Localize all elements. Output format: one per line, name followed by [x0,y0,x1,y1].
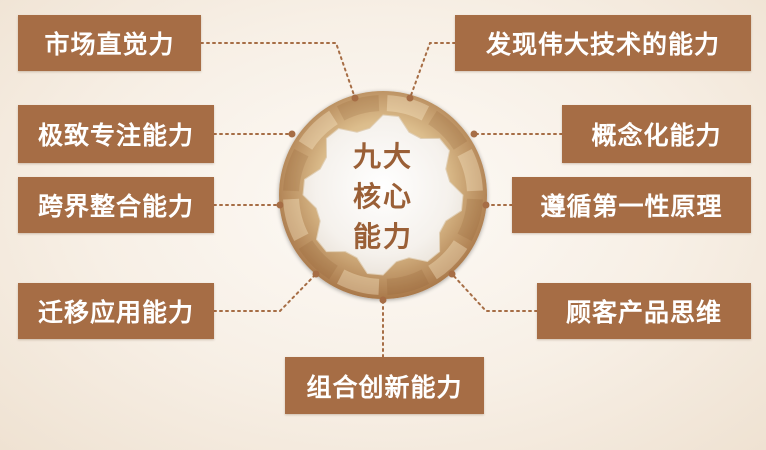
connector-line [200,42,356,99]
ability-label: 遵循第一性原理 [540,192,723,221]
gear-segment [336,95,380,121]
gear-segment [386,269,430,295]
connector-endpoint-dot [351,94,359,102]
ability-box-customer-product-thinking: 顾客产品思维 [537,283,751,339]
gear-segment [457,198,483,242]
ability-box-market-intuition: 市场直觉力 [18,15,201,71]
connector-endpoint-dot [379,296,387,304]
ability-label: 发现伟大技术的能力 [485,30,720,59]
ability-label: 组合创新能力 [306,372,463,402]
connector-line [451,273,538,312]
center-title-line: 九大 [352,140,413,173]
connector-endpoint-dot [312,270,320,278]
gear-segment [283,148,309,192]
ability-label: 极致专注能力 [37,121,194,150]
connector-line [213,273,317,312]
gear-core [302,114,464,276]
ability-label: 跨界整合能力 [37,192,194,221]
gear-segments [283,95,483,295]
ability-box-extreme-focus: 极致专注能力 [18,105,214,163]
gear-segment [336,269,380,295]
ability-label: 市场直觉力 [44,30,175,59]
connector-endpoint-dot [448,270,456,278]
ability-label: 顾客产品思维 [565,298,722,327]
gear-segment [298,110,338,150]
ability-label: 迁移应用能力 [37,298,194,327]
center-title-line: 核心 [352,180,413,213]
ability-box-discover-great-tech: 发现伟大技术的能力 [455,15,751,71]
connector-endpoint-dot [482,201,490,209]
gear-segment [428,240,468,280]
ability-box-cross-boundary-integration: 跨界整合能力 [18,177,214,233]
gear-segment [428,110,468,150]
ability-label: 概念化能力 [591,121,722,150]
connector-lines [200,42,563,358]
gear-segment [457,148,483,192]
connector-endpoint-dot [406,94,414,102]
ability-box-first-principles: 遵循第一性原理 [512,177,751,233]
ability-box-combinatorial-innovation: 组合创新能力 [285,357,484,414]
center-title: 九大 核心 能力 [340,132,426,262]
ability-box-transfer-application: 迁移应用能力 [18,283,214,339]
gear-segment [283,198,309,242]
gear-segment [298,240,338,280]
connector-endpoint-dot [276,201,284,209]
connector-line [409,42,456,99]
connector-endpoint-dot [470,130,478,138]
ability-box-conceptualization: 概念化能力 [562,105,751,163]
center-title-line: 能力 [352,220,413,253]
connector-dots [276,94,490,304]
gear-segment [386,95,430,121]
connector-endpoint-dot [288,130,296,138]
